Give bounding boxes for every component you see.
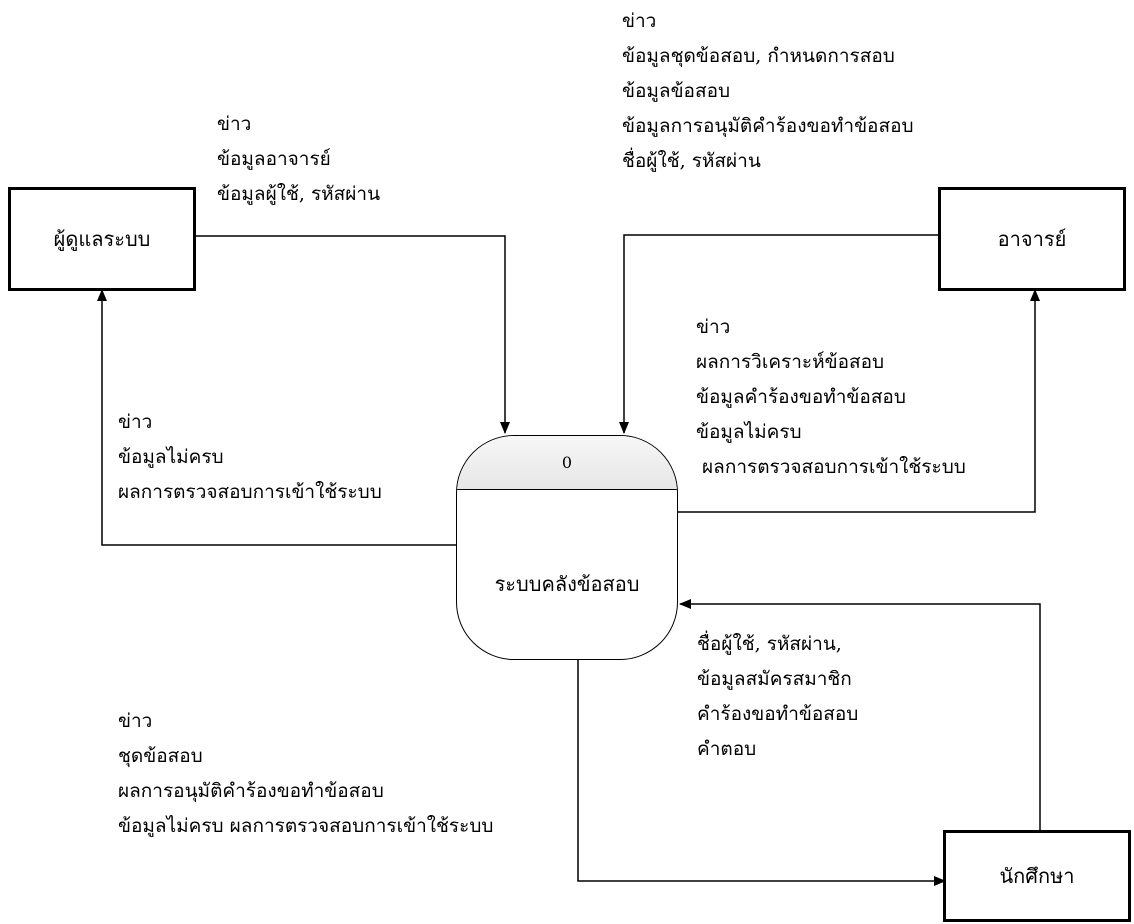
entity-admin: ผู้ดูแลระบบ [8, 187, 196, 291]
flow-label-line: ผลการอนุมัติคำร้องขอทำข้อสอบ [118, 780, 384, 802]
flow-label-line: ผลการตรวจสอบการเข้าใช้ระบบ [118, 481, 382, 503]
flow-label-line: ผลการตรวจสอบการเข้าใช้ระบบ [696, 456, 966, 478]
flow-label-line: คำร้องขอทำข้อสอบ [697, 703, 859, 725]
entity-teacher-label: อาจารย์ [997, 227, 1067, 251]
entity-student-label: นักศึกษา [999, 864, 1075, 888]
flow-label-line: ข้อมูลข้อสอบ [622, 80, 731, 102]
label-system-to-teacher: ข่าว ผลการวิเคราะห์ข้อสอบ ข้อมูลคำร้องขอ… [696, 310, 966, 485]
flow-label-line: ข้อมูลไม่ครบ [696, 421, 802, 443]
flow-label-line: ข่าว [622, 10, 657, 32]
process-exam-bank: 0 ระบบคลังข้อสอบ [456, 435, 678, 660]
entity-admin-label: ผู้ดูแลระบบ [53, 227, 151, 251]
flow-label-line: ข้อมูลสมัครสมาชิก [697, 668, 852, 690]
flow-label-line: คำตอบ [697, 738, 757, 760]
flow-label-line: ข่าว [696, 316, 731, 338]
process-body: ระบบคลังข้อสอบ [457, 568, 677, 600]
flow-label-line: ข้อมูลผู้ใช้, รหัสผ่าน [217, 183, 381, 205]
flow-label-line: ข้อมูลไม่ครบ [118, 446, 224, 468]
flow-system-to-student-line [577, 660, 946, 886]
flow-label-line: ผลการวิเคราะห์ข้อสอบ [696, 351, 885, 373]
flow-label-line: ข้อมูลชุดข้อสอบ, กำหนดการสอบ [622, 45, 895, 67]
flow-admin-to-system-line [194, 235, 510, 434]
label-system-to-admin: ข่าว ข้อมูลไม่ครบ ผลการตรวจสอบการเข้าใช้… [118, 405, 382, 510]
flow-teacher-to-system-line [619, 234, 940, 434]
flow-label-line: ข่าว [118, 710, 153, 732]
process-number-header: 0 [457, 436, 677, 490]
flow-label-line: ชื่อผู้ใช้, รหัสผ่าน [622, 150, 761, 172]
entity-student: นักศึกษา [943, 830, 1131, 922]
flow-label-line: ข่าว [118, 411, 153, 433]
flow-label-line: ข้อมูลคำร้องขอทำข้อสอบ [696, 386, 906, 408]
entity-teacher: อาจารย์ [938, 187, 1126, 291]
flow-student-to-system-line [679, 599, 1041, 832]
label-admin-to-system: ข่าว ข้อมูลอาจารย์ ข้อมูลผู้ใช้, รหัสผ่า… [217, 107, 380, 212]
flow-label-line: ข่าว [217, 113, 252, 135]
process-number: 0 [561, 453, 573, 472]
process-name: ระบบคลังข้อสอบ [494, 572, 640, 596]
label-student-to-system: ชื่อผู้ใช้, รหัสผ่าน, ข้อมูลสมัครสมาชิก … [697, 627, 858, 767]
flow-label-line: ข้อมูลอาจารย์ [217, 148, 331, 170]
flow-label-line: ข้อมูลไม่ครบ ผลการตรวจสอบการเข้าใช้ระบบ [118, 815, 494, 837]
label-teacher-to-system: ข่าว ข้อมูลชุดข้อสอบ, กำหนดการสอบ ข้อมูล… [622, 4, 914, 179]
flow-label-line: ชื่อผู้ใช้, รหัสผ่าน, [697, 633, 842, 655]
flow-label-line: ข้อมูลการอนุมัติคำร้องขอทำข้อสอบ [622, 115, 914, 137]
flow-system-to-teacher-line [678, 289, 1040, 513]
flow-label-line: ชุดข้อสอบ [118, 745, 203, 767]
flow-system-to-admin-line [97, 289, 456, 546]
label-system-to-student: ข่าว ชุดข้อสอบ ผลการอนุมัติคำร้องขอทำข้อ… [118, 704, 493, 844]
